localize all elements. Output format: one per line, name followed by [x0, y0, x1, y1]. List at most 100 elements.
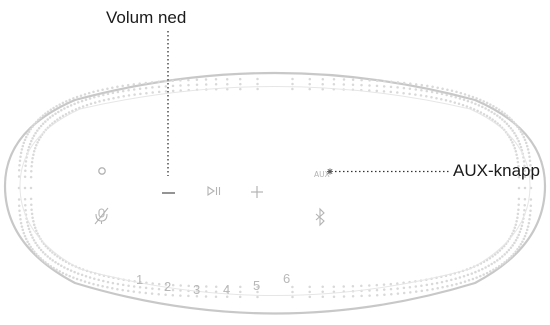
grille-dot	[514, 223, 518, 226]
aux-button[interactable]: AUX	[314, 168, 333, 180]
grille-dot	[60, 108, 63, 112]
grille-dot	[96, 283, 100, 287]
grille-dot	[63, 266, 66, 269]
grille-dot	[321, 77, 325, 81]
grille-dot	[65, 100, 68, 103]
grille-dot	[518, 245, 521, 249]
bluetooth-button[interactable]	[315, 207, 325, 227]
grille-dot	[425, 89, 429, 93]
grille-dot	[425, 283, 429, 287]
grille-dot	[517, 233, 520, 237]
preset-4[interactable]: 4	[223, 282, 230, 297]
grille-dot	[106, 280, 110, 284]
grille-dot	[27, 145, 31, 149]
grille-dot	[482, 112, 486, 116]
grille-dot	[127, 94, 131, 97]
grille-dot	[522, 160, 526, 163]
grille-dot	[375, 79, 379, 83]
grille-dot	[440, 97, 443, 101]
grille-dot	[426, 288, 429, 292]
grille-dot	[98, 100, 101, 103]
grille-dot	[519, 130, 523, 133]
grille-dot	[35, 143, 38, 147]
grille-dot	[171, 293, 175, 297]
grille-dot	[514, 134, 518, 137]
grille-dot	[507, 248, 511, 252]
grille-dot	[30, 233, 33, 237]
grille-dot	[66, 267, 69, 271]
grille-dot	[106, 286, 109, 289]
grille-dot	[503, 261, 506, 264]
preset-1[interactable]: 1	[136, 272, 143, 287]
grille-dot	[63, 107, 66, 110]
grille-dot	[24, 169, 27, 172]
mic-off-button[interactable]	[94, 207, 109, 225]
grille-dot	[495, 106, 498, 110]
grille-dot	[121, 283, 125, 287]
grille-dot	[171, 288, 175, 292]
grille-dot	[97, 94, 100, 98]
grille-dot	[164, 90, 168, 93]
grille-dot	[36, 244, 39, 247]
grille-dot	[195, 78, 199, 82]
circle-icon	[98, 167, 106, 175]
grille-dot	[477, 104, 481, 107]
grille-dot	[239, 87, 242, 91]
grille-dot	[308, 87, 311, 91]
grille-dot	[35, 252, 38, 256]
action-button[interactable]	[98, 167, 106, 175]
grille-dot	[491, 118, 494, 121]
grille-dot	[126, 289, 130, 293]
grille-dot	[485, 101, 489, 105]
grille-dot	[27, 243, 31, 246]
preset-6[interactable]: 6	[283, 271, 290, 286]
grille-dot	[505, 251, 509, 254]
grille-dot	[106, 92, 110, 96]
grille-dot	[239, 285, 242, 289]
preset-3[interactable]: 3	[193, 282, 200, 297]
grille-dot	[497, 264, 501, 268]
grille-dot	[29, 186, 33, 190]
grille-dot	[360, 294, 363, 298]
grille-dot	[24, 160, 28, 163]
grille-dot	[524, 231, 528, 235]
grille-dot	[39, 116, 42, 119]
grille-dot	[493, 120, 497, 123]
grille-dot	[164, 293, 167, 296]
volume-up-button[interactable]	[251, 186, 263, 198]
grille-dot	[22, 231, 26, 235]
grille-dot	[402, 81, 406, 85]
grille-dot	[465, 105, 469, 108]
grille-dot	[187, 83, 190, 87]
preset-5[interactable]: 5	[253, 278, 260, 293]
grille-dot	[513, 241, 516, 245]
grille-dot	[475, 97, 478, 100]
grille-dot	[31, 248, 34, 251]
grille-dot	[291, 87, 294, 91]
grille-dot	[214, 78, 218, 81]
grille-dot	[171, 79, 175, 83]
grille-dot	[19, 155, 22, 158]
grille-dot	[511, 244, 514, 247]
grille-dot	[205, 285, 208, 288]
play-pause-icon	[207, 185, 221, 197]
grille-dot	[30, 165, 33, 168]
grille-dot	[76, 272, 80, 275]
grille-dot	[20, 225, 24, 228]
grille-dot	[431, 287, 434, 291]
grille-dot	[440, 92, 444, 96]
preset-2[interactable]: 2	[164, 279, 171, 294]
grille-dot	[214, 295, 218, 298]
grille-dot	[414, 93, 417, 96]
grille-dot	[18, 163, 21, 167]
grille-dot	[431, 85, 434, 89]
grille-dot	[81, 105, 85, 108]
grille-dot	[69, 269, 73, 272]
grille-dot	[382, 85, 386, 88]
play-pause-button[interactable]	[207, 185, 221, 197]
grille-dot	[58, 116, 62, 119]
grille-dot	[26, 240, 29, 243]
grille-dot	[132, 88, 136, 91]
grille-dot	[150, 81, 154, 84]
grille-dot	[503, 112, 506, 115]
